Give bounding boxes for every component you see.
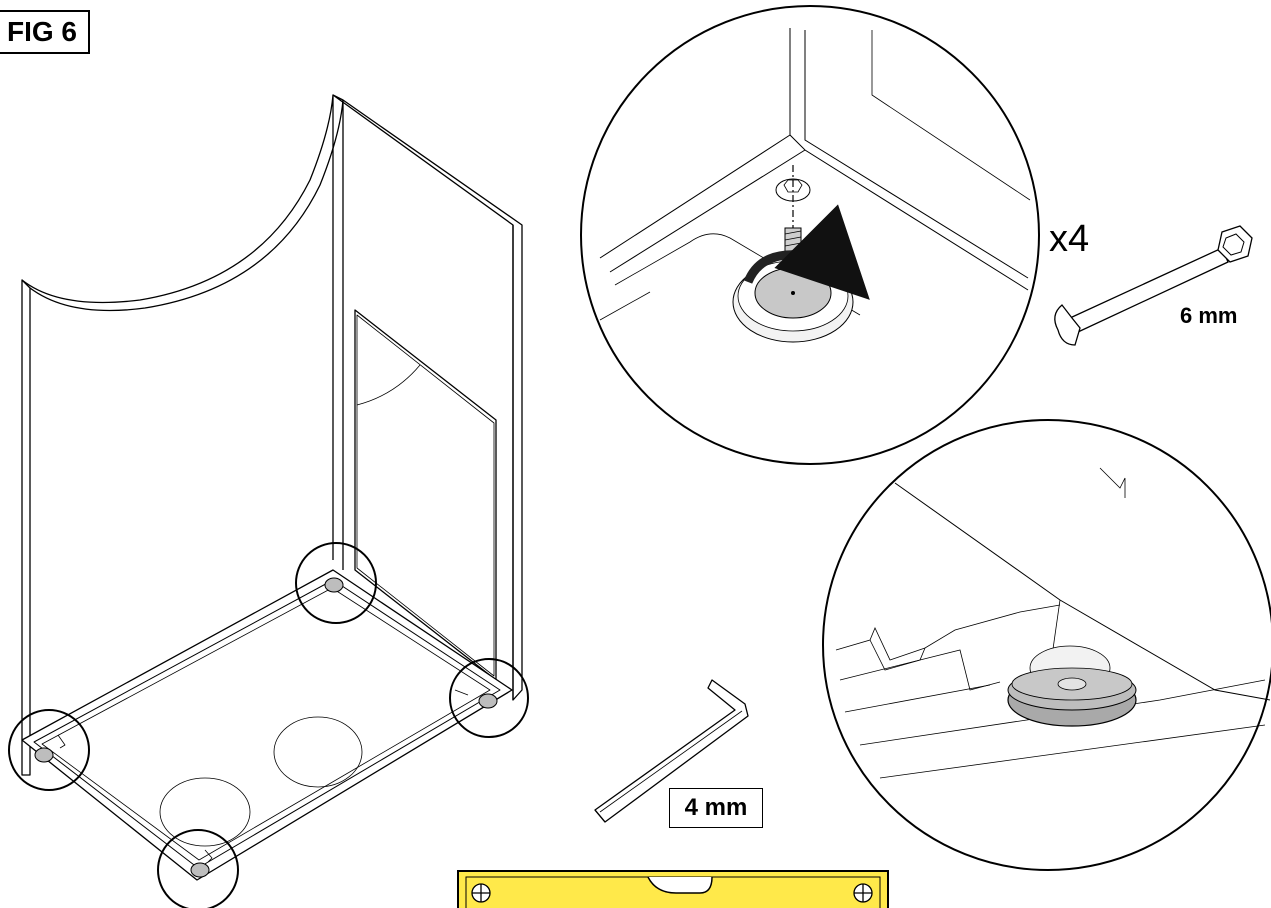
- base-hole-2: [159, 777, 251, 847]
- foot-back: [324, 577, 344, 593]
- foot-front: [190, 862, 210, 878]
- hex-key-icon: [594, 679, 749, 823]
- highlight-circle-front: [157, 829, 239, 908]
- detail-circle-bottom: [822, 419, 1271, 871]
- highlight-circle-back: [295, 542, 377, 624]
- detail-circle-top: [580, 5, 1040, 465]
- quantity-label: x4: [1049, 218, 1090, 260]
- rotate-arrow-icon: [743, 204, 870, 300]
- base-hole-1: [273, 716, 363, 788]
- figure-label: FIG 6: [0, 10, 90, 54]
- cabinet-drawing: [21, 94, 523, 881]
- cabinet-feet: [34, 577, 498, 878]
- highlight-circle-left: [8, 709, 90, 791]
- wrench-icon: [1054, 225, 1253, 346]
- hex-key-size-label: 4 mm: [669, 788, 763, 828]
- spirit-level-icon: [457, 870, 889, 908]
- cabinet-left-panel: [21, 279, 31, 776]
- foot-right: [478, 693, 498, 709]
- foot-highlight-circles: [8, 542, 529, 908]
- foot-left: [34, 747, 54, 763]
- wrench-size-label: 6 mm: [1180, 303, 1238, 328]
- cabinet-base-frame: [21, 569, 513, 881]
- highlight-circle-right: [449, 658, 529, 738]
